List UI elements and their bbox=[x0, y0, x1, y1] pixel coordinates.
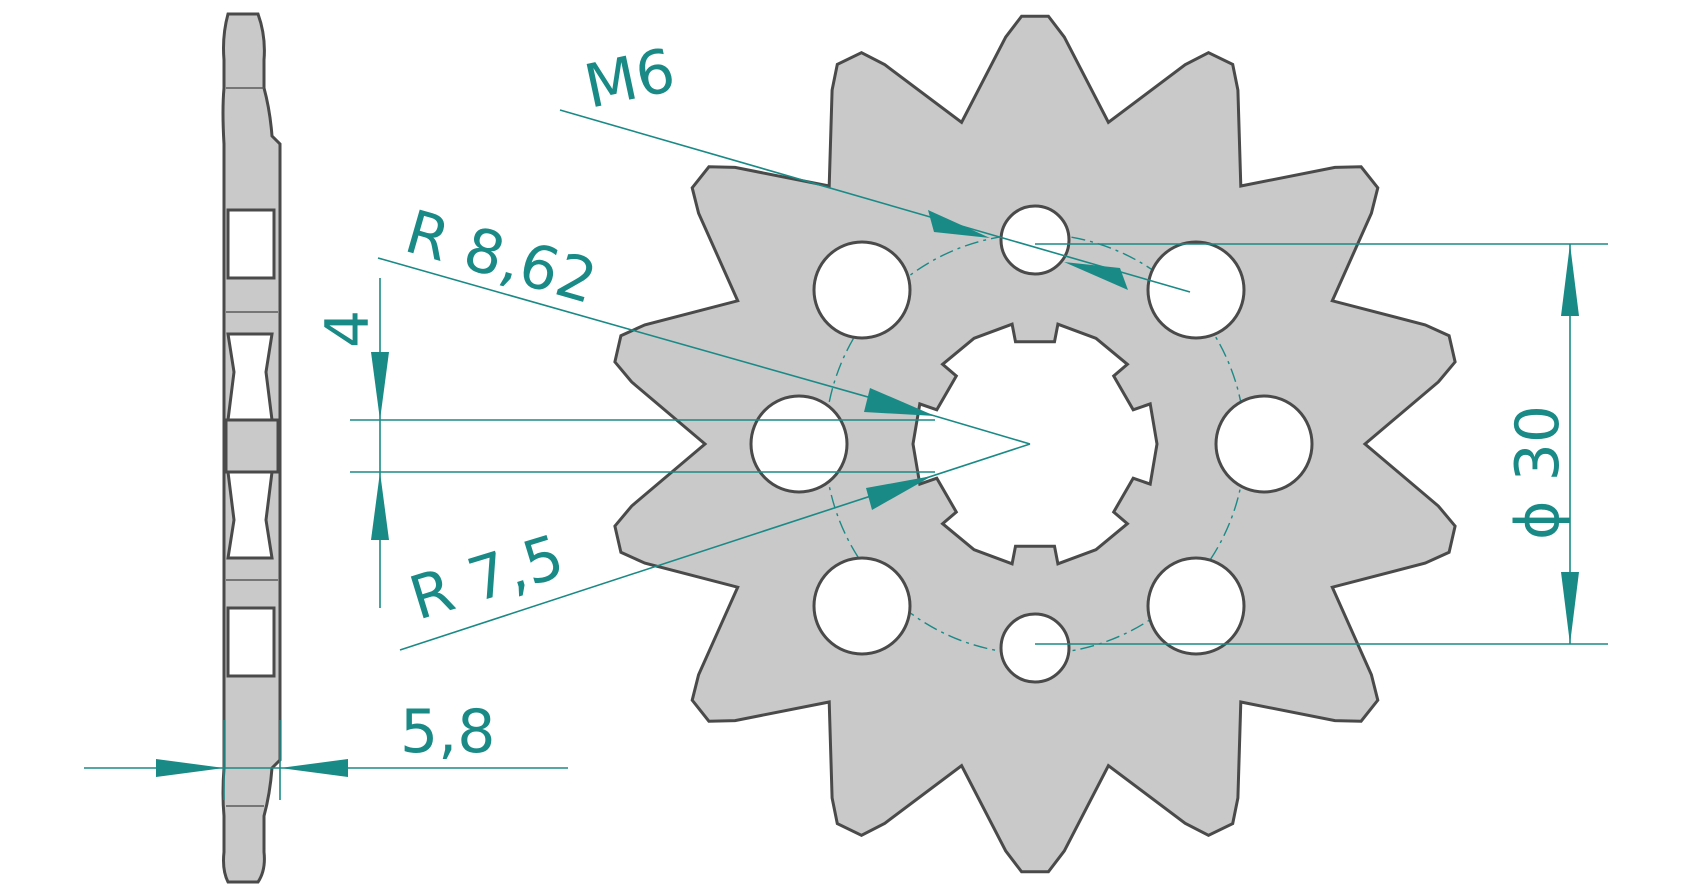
dim-thickness: 5,8 bbox=[84, 697, 568, 800]
bolt-hole bbox=[1214, 394, 1314, 494]
bolt-hole bbox=[812, 556, 912, 656]
bolt-hole bbox=[749, 394, 849, 494]
bolt-hole bbox=[812, 240, 912, 340]
dim-thickness-label: 5,8 bbox=[400, 697, 495, 767]
side-slot bbox=[226, 208, 276, 280]
front-view bbox=[613, 14, 1457, 874]
bolt-hole bbox=[1146, 240, 1246, 340]
dim-spline-width-label: 4 bbox=[313, 310, 383, 348]
side-slot bbox=[226, 606, 276, 678]
dim-bolt-circle-label: ϕ 30 bbox=[1503, 405, 1573, 540]
spline-bore bbox=[911, 322, 1159, 566]
dim-radius-outer-label: R 8,62 bbox=[398, 197, 604, 318]
side-view bbox=[221, 12, 282, 884]
dim-radius-inner-label: R 7,5 bbox=[402, 522, 572, 635]
bolt-hole bbox=[999, 204, 1071, 276]
dim-thread-label: M6 bbox=[579, 35, 682, 122]
bolt-holes bbox=[749, 204, 1314, 684]
bolt-hole bbox=[999, 612, 1071, 684]
bolt-hole bbox=[1146, 556, 1246, 656]
dim-bolt-circle: ϕ 30 bbox=[1035, 243, 1608, 645]
side-spline-block bbox=[224, 418, 280, 474]
dim-spline-width: 4 bbox=[313, 278, 935, 608]
